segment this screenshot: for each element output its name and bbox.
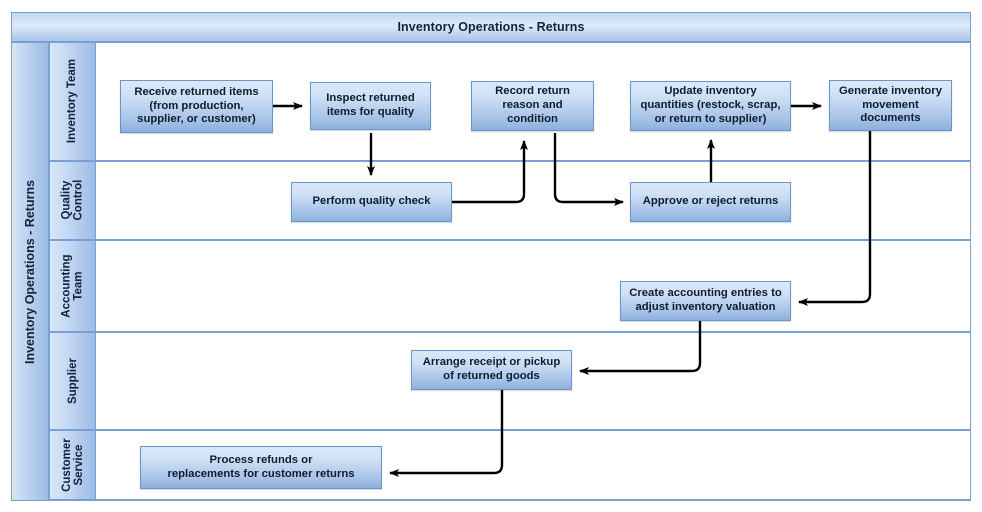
task-text-line: of returned goods xyxy=(443,370,540,382)
task-text-line: Perform quality check xyxy=(312,195,431,208)
task-text-line: (from production, xyxy=(149,99,244,112)
task-text-line: supplier, or customer) xyxy=(137,113,256,126)
task-text-line: or return to supplier) xyxy=(654,112,767,125)
task-text-line: Arrange receipt or pickup xyxy=(422,356,561,369)
task-text-line: Receive returned items xyxy=(134,85,259,98)
task-text-line: adjust inventory valuation xyxy=(635,301,776,313)
lane-label-accounting-team: Accounting Team xyxy=(60,254,85,318)
lane-label-inventory-team: Inventory Team xyxy=(66,59,79,144)
task-perform-quality-check[interactable]: Perform quality check xyxy=(291,182,452,222)
lane-label-customer-service: Customer Service xyxy=(60,438,85,492)
lane-label-quality-control: Quality Control xyxy=(60,180,85,221)
task-text-line: Generate inventory xyxy=(839,84,942,97)
task-receive-returned-items[interactable]: Receive returned items(from production,s… xyxy=(120,80,273,133)
lane-header-quality-control: Quality Control xyxy=(50,162,96,239)
task-text-line: movement xyxy=(862,98,919,111)
task-text-line: items for quality xyxy=(326,106,415,118)
task-text-line: Update inventory xyxy=(664,85,757,98)
lane-label-supplier: Supplier xyxy=(66,357,79,405)
task-text-line: Process refunds or xyxy=(209,453,313,466)
lane-quality-control: Quality Control xyxy=(49,161,971,240)
task-approve-or-reject-returns[interactable]: Approve or reject returns xyxy=(630,182,791,222)
lane-header-accounting-team: Accounting Team xyxy=(50,241,96,331)
lane-body-quality-control xyxy=(96,162,970,239)
task-text-line: documents xyxy=(860,112,921,125)
lane-header-inventory-team: Inventory Team xyxy=(50,43,96,160)
pool-title-text: Inventory Operations - Returns xyxy=(397,20,585,34)
task-label-approve-or-reject-returns: Approve or reject returns xyxy=(635,195,786,209)
pool-side-label: Inventory Operations - Returns xyxy=(11,42,49,501)
lane-body-accounting-team xyxy=(96,241,970,331)
pool-side-label-text: Inventory Operations - Returns xyxy=(23,179,37,364)
task-text-line: reason and xyxy=(502,99,563,112)
task-text-line: Record return xyxy=(495,85,570,98)
task-text-line: Approve or reject returns xyxy=(642,195,779,208)
task-text-line: condition xyxy=(507,112,558,125)
task-text-line: replacements for customer returns xyxy=(167,467,355,480)
task-label-perform-quality-check: Perform quality check xyxy=(296,195,447,209)
task-text-line: quantities (restock, scrap, xyxy=(640,99,781,112)
task-text-line: Inspect returned xyxy=(326,92,415,105)
task-label-receive-returned-items: Receive returned items(from production,s… xyxy=(125,86,268,127)
lane-accounting-team: Accounting Team xyxy=(49,240,971,332)
task-text-line: Create accounting entries to xyxy=(629,287,782,300)
lane-header-supplier: Supplier xyxy=(50,333,96,429)
pool-title-bar: Inventory Operations - Returns xyxy=(11,12,971,42)
lane-header-customer-service: Customer Service xyxy=(50,431,96,499)
